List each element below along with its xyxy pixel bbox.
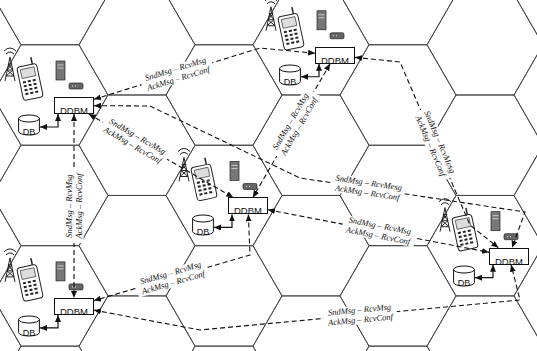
message-label: SndMsg – RcvMsg AckMsg – RcvConf <box>134 258 210 297</box>
node-label: DDBM <box>321 55 349 66</box>
ddbm-box: DDBM <box>54 97 94 114</box>
database-cylinder: DB <box>453 266 475 286</box>
base-station <box>4 249 83 302</box>
ddbm-box: DDBM <box>489 248 529 265</box>
node-label: DDBM <box>495 256 523 267</box>
base-station <box>265 0 344 50</box>
message-link <box>253 64 330 198</box>
node-label: DB <box>197 227 210 238</box>
cylinder-top <box>193 215 214 222</box>
message-link <box>268 210 489 253</box>
ddbm-box: DDBM <box>315 47 355 64</box>
message-label: SndMsg – RcvMsg AckMsg – RcvConf <box>322 302 397 328</box>
message-label: SndMsg – RcvMsg AckMsg – RcvConf <box>139 54 215 94</box>
node-label: DB <box>23 127 36 138</box>
node-label: DB <box>23 328 36 339</box>
node-label: DDBM <box>234 205 262 216</box>
message-link <box>355 57 498 247</box>
base-station <box>4 48 83 101</box>
message-link <box>94 106 525 248</box>
message-link <box>94 214 250 300</box>
db-link <box>40 315 58 328</box>
connectors <box>40 48 525 330</box>
node-label: DDBM <box>60 105 88 116</box>
ddbm-box: DDBM <box>228 197 268 214</box>
message-label: SndMsg – RcvMesg AckMsg – RcvConf <box>329 173 405 203</box>
database-cylinder: DB <box>18 316 40 336</box>
cylinder-top <box>19 115 40 122</box>
db-link <box>40 114 58 127</box>
db-link <box>214 214 232 227</box>
database-cylinder: DB <box>18 115 40 135</box>
node-label: DDBM <box>60 306 88 317</box>
message-link <box>94 48 315 99</box>
database-cylinder: DB <box>279 65 301 85</box>
cylinder-top <box>19 316 40 323</box>
message-link <box>89 114 234 197</box>
node-label: DB <box>284 77 297 88</box>
message-label: SndMsg – RcvMsg AckMsg – RcvConf <box>65 169 84 243</box>
message-label: SndMsg – RcvMsg AckMsg – RcvConf <box>98 114 172 167</box>
db-link <box>301 64 319 77</box>
base-station <box>439 199 518 252</box>
message-label: SndMsg – RcvMesg AckMsg – RcvConf <box>412 106 459 181</box>
cylinder-top <box>280 65 301 72</box>
message-label: SndMsg – RcvMsg AckMsg – RcvConf <box>269 87 322 161</box>
node-label: DB <box>458 278 471 289</box>
message-label: SndMsg – RcvMsg AckMsg – RcvConf <box>340 215 416 248</box>
db-link <box>475 265 493 278</box>
base-station <box>178 148 257 201</box>
cylinder-top <box>454 266 475 273</box>
database-cylinder: DB <box>192 215 214 235</box>
ddbm-box: DDBM <box>54 298 94 315</box>
